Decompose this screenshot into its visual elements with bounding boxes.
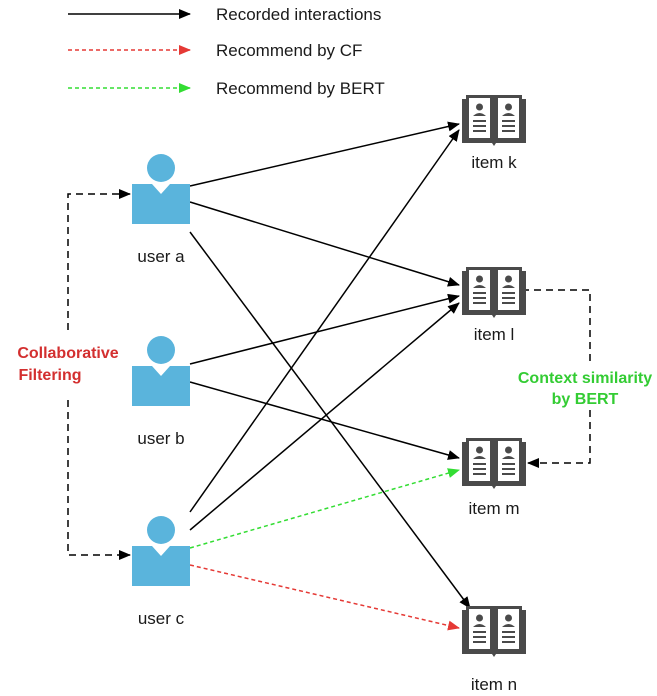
collab-label-line2: Filtering <box>18 367 81 384</box>
context-label-line2: by BERT <box>552 391 619 408</box>
legend-cf-label: Recommend by CF <box>216 41 362 60</box>
item-l-book-icon <box>462 267 526 318</box>
user-b-label: user b <box>137 429 184 448</box>
user-c-label: user c <box>138 609 185 628</box>
user-b-icon <box>132 336 190 406</box>
item-l: item l <box>462 267 526 344</box>
item-m: item m <box>462 438 526 518</box>
item-m-label: item m <box>469 499 520 518</box>
edge-cf-c-n <box>189 564 460 631</box>
item-l-label: item l <box>474 325 515 344</box>
edge-a-k <box>189 121 460 187</box>
user-a: user a <box>132 154 190 266</box>
legend-recorded-label: Recorded interactions <box>216 5 381 24</box>
user-c: user c <box>132 516 190 628</box>
edge-c-k <box>189 129 460 513</box>
collab-bracket <box>67 189 131 560</box>
recorded-edges <box>189 121 471 609</box>
edge-c-l <box>189 302 460 531</box>
item-k-book-icon <box>462 95 526 146</box>
context-label-line1: Context similarity <box>518 370 652 387</box>
user-a-label: user a <box>137 247 185 266</box>
item-k: item k <box>462 95 526 172</box>
edge-a-n <box>189 231 471 609</box>
item-k-label: item k <box>471 153 517 172</box>
legend: Recorded interactions Recommend by CF Re… <box>68 5 385 98</box>
user-a-icon <box>132 154 190 224</box>
item-m-book-icon <box>462 438 526 489</box>
item-n: item n <box>462 606 526 694</box>
context-bracket <box>522 289 591 468</box>
edge-bert-c-m <box>189 468 460 549</box>
user-c-icon <box>132 516 190 586</box>
collab-label-line1: Collaborative <box>17 345 118 362</box>
item-n-label: item n <box>471 675 517 694</box>
user-b: user b <box>132 336 190 448</box>
item-n-book-icon <box>462 606 526 657</box>
legend-bert-label: Recommend by BERT <box>216 79 385 98</box>
edge-a-l <box>189 201 460 287</box>
edge-b-m <box>189 381 460 460</box>
edge-b-l <box>189 293 460 365</box>
